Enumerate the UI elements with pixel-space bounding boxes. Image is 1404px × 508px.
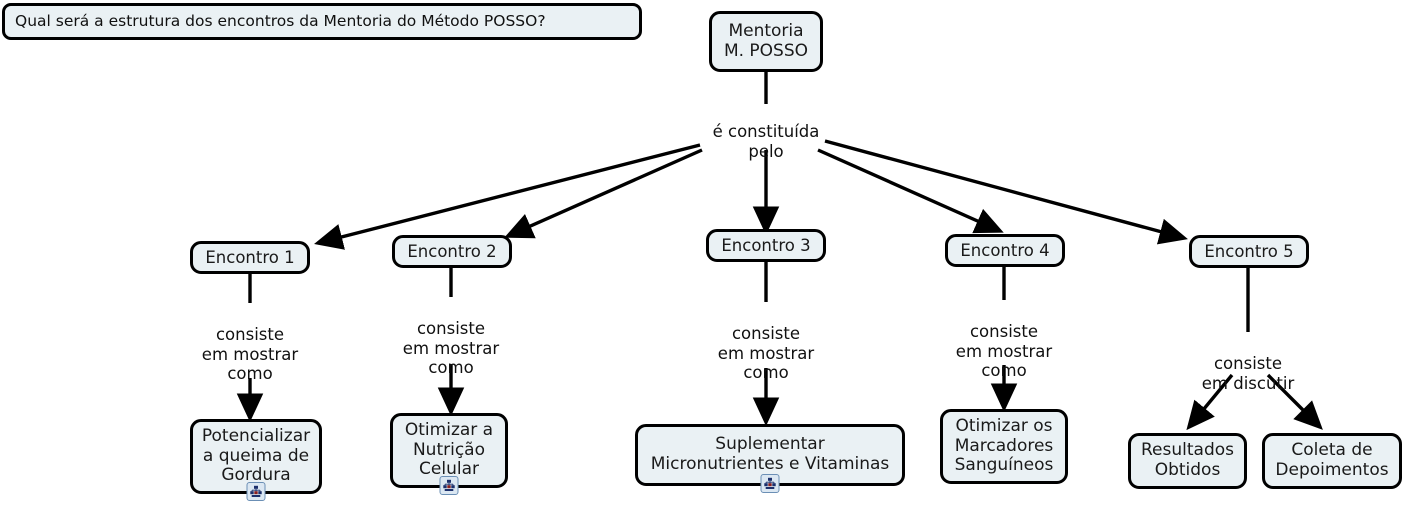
link-label-encontro-3-text: consiste em mostrar como (717, 323, 815, 383)
node-encontro-2-label: Encontro 2 (407, 241, 497, 261)
link-label-encontro-1: consiste em mostrar como (175, 305, 325, 384)
node-encontro-5[interactable]: Encontro 5 (1189, 235, 1309, 268)
link-label-encontro-4: consiste em mostrar como (929, 302, 1079, 381)
node-outcome-5-label: Resultados Obtidos (1141, 440, 1234, 480)
node-root-mentoria[interactable]: Mentoria M. POSSO (709, 11, 823, 72)
link-label-root: é constituída pelo (686, 102, 846, 161)
node-outcome-3-label: Suplementar Micronutrientes e Vitaminas (650, 434, 890, 474)
edge-link-to-encontro-2 (504, 148, 703, 239)
link-label-encontro-2-text: consiste em mostrar como (402, 318, 500, 378)
link-label-encontro-5-text: consiste em discutir (1201, 353, 1295, 393)
submap-icon[interactable] (760, 474, 780, 493)
node-outcome-coleta-depoimentos[interactable]: Coleta de Depoimentos (1262, 433, 1402, 489)
node-encontro-1[interactable]: Encontro 1 (190, 241, 310, 274)
node-encontro-5-label: Encontro 5 (1204, 241, 1294, 261)
node-outcome-2-label: Otimizar a Nutrição Celular (404, 419, 494, 480)
link-label-encontro-4-text: consiste em mostrar como (955, 321, 1053, 381)
node-encontro-4[interactable]: Encontro 4 (945, 234, 1065, 267)
node-outcome-6-label: Coleta de Depoimentos (1275, 440, 1389, 480)
link-label-encontro-1-text: consiste em mostrar como (201, 324, 299, 384)
node-outcome-1-label: Potencializar a queima de Gordura (201, 425, 311, 486)
submap-icon[interactable] (246, 482, 266, 501)
link-label-encontro-2: consiste em mostrar como (376, 299, 526, 378)
node-encontro-3-label: Encontro 3 (721, 235, 811, 255)
node-encontro-4-label: Encontro 4 (960, 240, 1050, 260)
edge-link-to-encontro-1 (314, 143, 701, 250)
focus-question-box[interactable]: Qual será a estrutura dos encontros da M… (2, 3, 642, 40)
node-outcome-resultados-obtidos[interactable]: Resultados Obtidos (1128, 433, 1247, 489)
link-label-encontro-5: consiste em discutir (1173, 334, 1323, 393)
node-outcome-otimizar-nutricao-celular[interactable]: Otimizar a Nutrição Celular (390, 413, 508, 495)
focus-question-label: Qual será a estrutura dos encontros da M… (15, 11, 546, 30)
link-label-encontro-3: consiste em mostrar como (691, 304, 841, 383)
edge-link-to-encontro-5 (824, 139, 1188, 245)
node-encontro-1-label: Encontro 1 (205, 247, 295, 267)
submap-icon[interactable] (439, 476, 459, 495)
node-root-label: Mentoria M. POSSO (723, 20, 809, 61)
edge-link-to-encontro-4 (817, 148, 1004, 234)
node-outcome-suplementar-micronutrientes[interactable]: Suplementar Micronutrientes e Vitaminas (635, 424, 905, 493)
node-outcome-otimizar-marcadores-sanguineos[interactable]: Otimizar os Marcadores Sanguíneos (940, 409, 1068, 484)
node-encontro-2[interactable]: Encontro 2 (392, 235, 512, 268)
link-label-root-text: é constituída pelo (712, 121, 820, 161)
node-encontro-3[interactable]: Encontro 3 (706, 229, 826, 262)
node-outcome-4-label: Otimizar os Marcadores Sanguíneos (954, 415, 1054, 476)
node-outcome-potencializar-queima-gordura[interactable]: Potencializar a queima de Gordura (190, 419, 322, 501)
